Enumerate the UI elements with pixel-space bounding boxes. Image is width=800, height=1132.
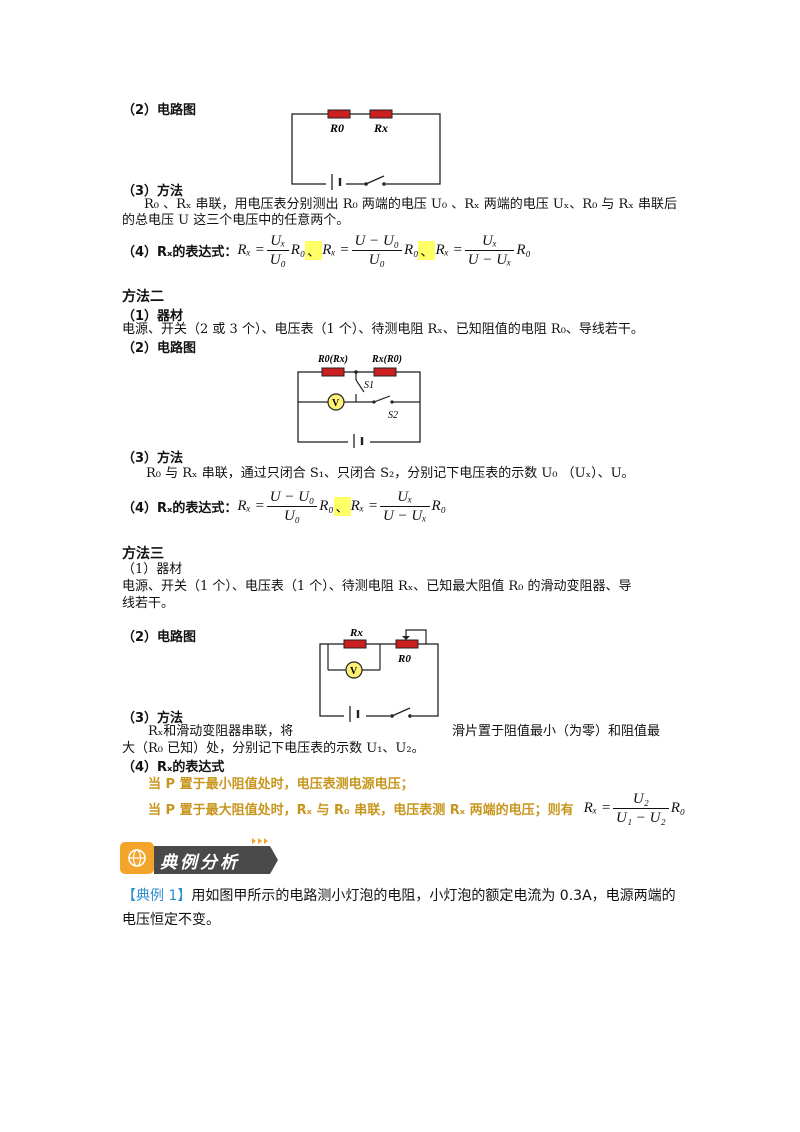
m3-title: 方法三 [122, 546, 164, 562]
m3-voltmeter-label: V [350, 666, 358, 677]
m1-expr-tail-3: R₀ [516, 241, 531, 258]
m2-label-s2: S2 [388, 410, 398, 421]
m1-expr-sep-2: 、 [418, 240, 436, 260]
m2-method-heading: （3）方法 [122, 451, 184, 466]
m1-method-line1: R₀ 、Rₓ 串联，用电压表分别测出 R₀ 两端的电压 U₀ 、Rₓ 两端的电压… [144, 197, 677, 212]
frac-num: Uₓ [464, 232, 515, 251]
frac-num: Uₓ [379, 488, 430, 507]
frac-den: U − Uₓ [467, 251, 512, 268]
m2-expr-heading: （4）Rₓ的表达式： [122, 500, 238, 516]
m3-expr-heading: （4）Rₓ的表达式 [122, 760, 225, 775]
m2-label-s1: S1 [364, 380, 374, 391]
m1-circuit-heading: （2）电路图 [122, 103, 197, 118]
m3-case2: 当 P 置于最大阻值处时，Rₓ 与 R₀ 串联，电压表测 Rₓ 两端的电压；则有 [148, 802, 574, 818]
frac-den: U₁ − U₂ [615, 809, 666, 826]
m3-expr-tail: R₀ [670, 799, 686, 816]
m3-case2-row: 当 P 置于最大阻值处时，Rₓ 与 R₀ 串联，电压表测 Rₓ 两端的电压；则有… [148, 785, 685, 831]
banner-shape [120, 838, 278, 874]
m1-expr-heading: （4）Rₓ的表达式： [122, 244, 238, 260]
m1-method-line2: 的总电压 U 这三个电压中的任意两个。 [122, 213, 350, 228]
example-tag: 【典例 1】 [122, 888, 192, 904]
banner-title: 典例分析 [160, 853, 240, 873]
example-line2: 电压恒定不变。 [122, 912, 220, 928]
frac-den: U₀ [368, 251, 385, 268]
frac-den: U − Uₓ [382, 507, 427, 524]
m1-label-rx: Rx [373, 121, 388, 135]
m2-label-r0rx: R0(Rx) [317, 354, 348, 365]
m3-expr-lhs: Rₓ = [583, 799, 611, 816]
example-text-1: 用如图甲所示的电路测小灯泡的电阻，小灯泡的额定电流为 0.3A，电源两端的 [191, 888, 676, 904]
frac-num: U − U₀ [351, 232, 403, 251]
m3-method-line2: 大（R₀ 已知）处，分别记下电压表的示数 U₁、U₂。 [122, 741, 425, 756]
frac-num: U₂ [612, 790, 669, 809]
m2-voltmeter-label: V [332, 398, 340, 409]
m3-circuit-diagram: Rx R0 V [319, 627, 439, 722]
m3-equip-heading: （1）器材 [122, 562, 183, 577]
m2-expr-sep: 、 [333, 496, 351, 516]
m3-label-r0: R0 [397, 653, 411, 665]
m2-method-text: R₀ 与 Rₓ 串联，通过只闭合 S₁、只闭合 S₂，分别记下电压表的示数 U₀… [146, 466, 635, 481]
m3-circuit-heading: （2）电路图 [122, 630, 197, 645]
frac-den: U₀ [269, 251, 286, 268]
m1-circuit-diagram: R0 Rx [291, 109, 441, 190]
m3-equip-line1: 电源、开关（1 个）、电压表（1 个）、待测电阻 Rₓ、已知最大阻值 R₀ 的滑… [122, 579, 632, 594]
m3-method-part2: 滑片置于阻值最小（为零）和阻值最 [452, 724, 661, 739]
m1-method-heading: （3）方法 [122, 184, 184, 199]
m1-label-r0: R0 [329, 121, 344, 135]
m1-expr-lhs: Rₓ = [237, 241, 265, 258]
m3-case1: 当 P 置于最小阻值处时，电压表测电源电压； [148, 777, 414, 792]
m2-title: 方法二 [122, 289, 164, 305]
m3-label-rx: Rx [349, 627, 363, 639]
m1-expr-tail-2: R₀ [404, 241, 419, 258]
m2-label-rxr0: Rx(R0) [371, 354, 402, 365]
example-banner: 典例分析 [120, 836, 280, 874]
m3-method-part1: Rₓ和滑动变阻器串联，将 [148, 724, 294, 739]
frac-num: Uₓ [266, 232, 289, 251]
m3-method-heading: （3）方法 [122, 711, 184, 726]
m3-equip-line2: 线若干。 [122, 596, 175, 611]
m2-expr-tail-2: R₀ [431, 497, 446, 514]
m2-expr-lhs-2: Rₓ = [350, 497, 378, 514]
frac-num: U − U₀ [266, 488, 318, 507]
m2-circuit-heading: （2）电路图 [122, 341, 197, 356]
example-line1: 【典例 1】用如图甲所示的电路测小灯泡的电阻，小灯泡的额定电流为 0.3A，电源… [122, 884, 676, 908]
m2-expr-lhs: Rₓ = [237, 497, 265, 514]
m1-expr-lhs-2: Rₓ = [322, 241, 350, 258]
m1-expr-tail-1: R₀ [290, 241, 306, 258]
m1-expr-sep-1: 、 [305, 240, 323, 260]
m2-equip-text: 电源、开关（2 或 3 个）、电压表（1 个）、待测电阻 Rₓ、已知阻值的电阻 … [122, 322, 644, 337]
globe-icon [122, 842, 152, 874]
m2-circuit-diagram: R0(Rx) Rx(R0) S1 V S2 [297, 354, 421, 448]
m2-expr-tail-1: R₀ [319, 497, 334, 514]
m2-equip-heading: （1）器材 [122, 309, 184, 324]
frac-den: U₀ [283, 507, 301, 524]
m1-expr-lhs-3: Rₓ = [435, 241, 463, 258]
